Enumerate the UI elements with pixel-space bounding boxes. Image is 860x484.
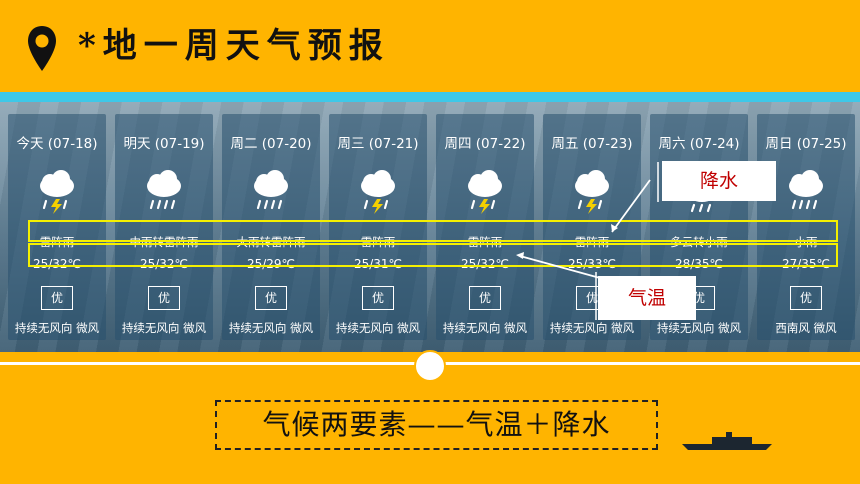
forecast-date: 周三 (07-21): [337, 136, 419, 152]
summary-box: 气候两要素——气温＋降水: [215, 400, 658, 450]
rain-cloud-icon: [141, 168, 187, 214]
air-quality-badge: 优: [148, 286, 180, 310]
forecast-date: 今天 (07-18): [16, 136, 98, 152]
forecast-date: 周五 (07-23): [551, 136, 633, 152]
forecast-temperature: 25/31℃: [353, 257, 403, 271]
forecast-date: 明天 (07-19): [123, 136, 205, 152]
forecast-wind: 持续无风向 微风: [335, 321, 421, 335]
forecast-wind: 持续无风向 微风: [14, 321, 100, 335]
forecast-wind: 西南风 微风: [775, 321, 837, 335]
air-quality-badge: 优: [469, 286, 501, 310]
forecast-temperature: 25/32℃: [32, 257, 82, 271]
air-quality-badge: 优: [790, 286, 822, 310]
forecast-temperature: 27/35℃: [781, 257, 831, 271]
forecast-wind: 持续无风向 微风: [549, 321, 635, 335]
forecast-temperature: 25/32℃: [460, 257, 510, 271]
forecast-date: 周日 (07-25): [765, 136, 847, 152]
forecast-condition: 雷阵雨: [360, 235, 396, 249]
air-quality-badge: 优: [41, 286, 73, 310]
forecast-day-card: 明天 (07-19) 中雨转雷阵雨 25/32℃ 优持续无风向 微风: [115, 114, 213, 340]
forecast-condition: 雷阵雨: [574, 235, 610, 249]
forecast-day-card: 周三 (07-21) 雷阵雨 25/31℃ 优持续无风向 微风: [329, 114, 427, 340]
forecast-temperature: 28/35℃: [674, 257, 724, 271]
forecast-temperature: 25/29℃: [246, 257, 296, 271]
thunderstorm-cloud-icon: [355, 168, 401, 214]
forecast-condition: 大雨转雷阵雨: [236, 235, 306, 249]
rain-cloud-icon: [783, 168, 829, 214]
thunderstorm-cloud-icon: [569, 168, 615, 214]
forecast-condition: 小雨: [794, 235, 818, 249]
thunderstorm-cloud-icon: [34, 168, 80, 214]
temperature-callout: 气温: [598, 276, 696, 320]
forecast-day-card: 周四 (07-22) 雷阵雨 25/32℃ 优持续无风向 微风: [436, 114, 534, 340]
precipitation-callout: 降水: [662, 161, 776, 201]
boat-silhouette: [682, 432, 772, 450]
forecast-wind: 持续无风向 微风: [121, 321, 207, 335]
page-title: *地一周天气预报: [78, 26, 390, 66]
temperature-highlight-box: [28, 243, 838, 267]
location-pin-icon: [28, 26, 56, 71]
forecast-day-card: 今天 (07-18) 雷阵雨 25/32℃ 优持续无风向 微风: [8, 114, 106, 340]
forecast-temperature: 25/32℃: [139, 257, 189, 271]
divider-circle: [414, 350, 446, 382]
forecast-wind: 持续无风向 微风: [228, 321, 314, 335]
air-quality-badge: 优: [255, 286, 287, 310]
thunderstorm-cloud-icon: [462, 168, 508, 214]
forecast-date: 周二 (07-20): [230, 136, 312, 152]
rain-cloud-icon: [248, 168, 294, 214]
forecast-day-card: 周二 (07-20) 大雨转雷阵雨 25/29℃ 优持续无风向 微风: [222, 114, 320, 340]
forecast-wind: 持续无风向 微风: [656, 321, 742, 335]
forecast-condition: 多云转小雨: [670, 235, 728, 249]
air-quality-badge: 优: [362, 286, 394, 310]
forecast-condition: 雷阵雨: [39, 235, 75, 249]
condition-highlight-box: [28, 220, 838, 242]
forecast-wind: 持续无风向 微风: [442, 321, 528, 335]
forecast-condition: 中雨转雷阵雨: [129, 235, 199, 249]
forecast-condition: 雷阵雨: [467, 235, 503, 249]
accent-bar: [0, 92, 860, 102]
forecast-date: 周四 (07-22): [444, 136, 526, 152]
forecast-day-card: 周日 (07-25) 小雨 27/35℃ 优西南风 微风: [757, 114, 855, 340]
forecast-date: 周六 (07-24): [658, 136, 740, 152]
